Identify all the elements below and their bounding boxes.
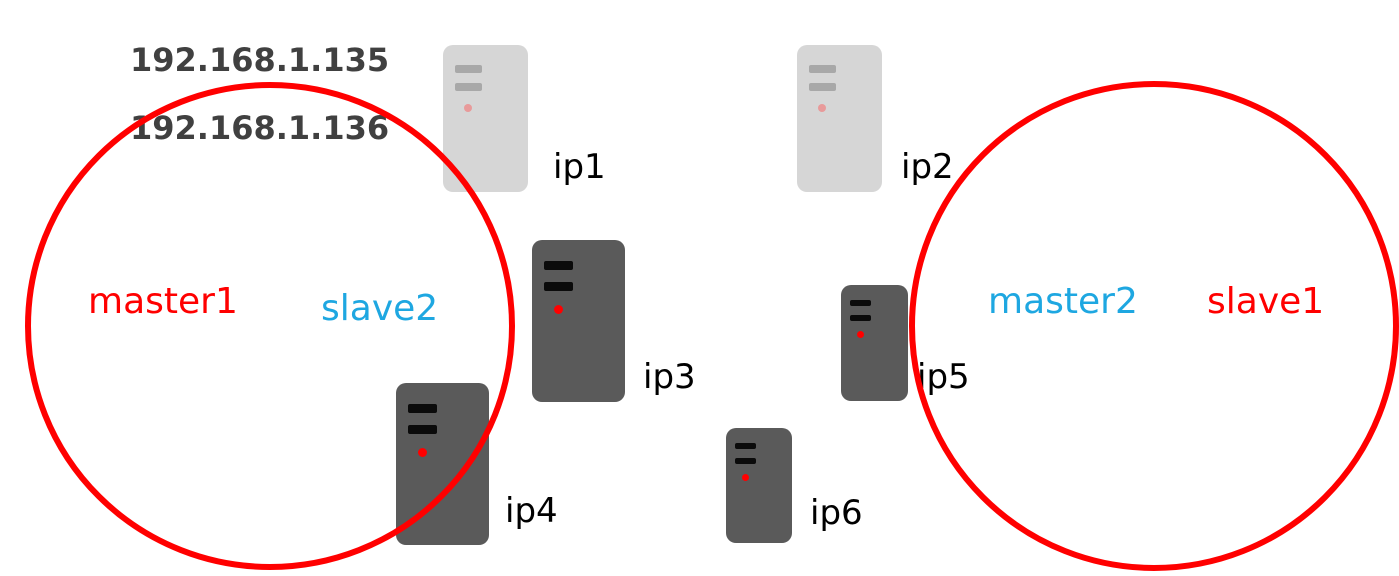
ip-address-136: 192.168.1.136 xyxy=(130,109,390,147)
master1-label: master1 xyxy=(88,281,238,322)
server-ip3-label: ip3 xyxy=(643,357,696,397)
server-ip5-icon xyxy=(841,285,908,401)
slave2-label: slave2 xyxy=(321,288,439,329)
server-ip2-label: ip2 xyxy=(901,147,954,187)
server-ip1-icon xyxy=(443,45,528,192)
group-2-ring xyxy=(909,81,1399,571)
master2-label: master2 xyxy=(988,281,1138,322)
server-ip6-label: ip6 xyxy=(810,493,863,533)
server-ip6-icon xyxy=(726,428,792,543)
server-ip2-icon xyxy=(797,45,882,192)
server-ip4-icon xyxy=(396,383,489,545)
server-ip4-label: ip4 xyxy=(505,491,558,531)
ip-address-135: 192.168.1.135 xyxy=(130,41,390,79)
server-ip3-icon xyxy=(532,240,625,402)
server-ip5-label: ip5 xyxy=(917,357,970,397)
slave1-label: slave1 xyxy=(1207,281,1325,322)
server-ip1-label: ip1 xyxy=(553,147,606,187)
